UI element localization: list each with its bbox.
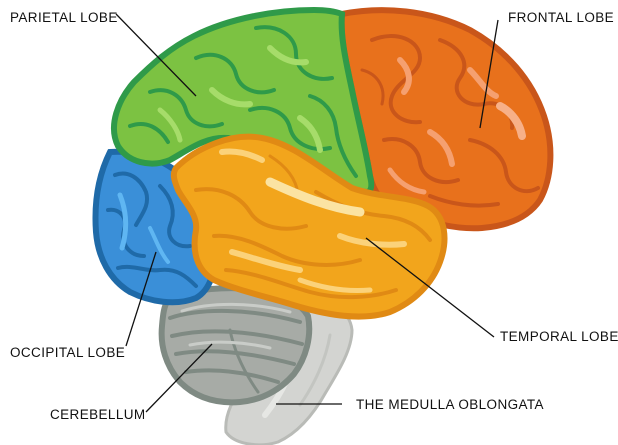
- medulla-oblongata-label: THE MEDULLA OBLONGATA: [356, 397, 544, 412]
- occipital-lobe-label: OCCIPITAL LOBE: [10, 345, 125, 360]
- temporal-lobe-label: TEMPORAL LOBE: [500, 329, 618, 344]
- frontal-lobe-label: FRONTAL LOBE: [508, 10, 614, 25]
- parietal-lobe-label: PARIETAL LOBE: [10, 10, 118, 25]
- cerebellum-label: CEREBELLUM: [50, 407, 146, 422]
